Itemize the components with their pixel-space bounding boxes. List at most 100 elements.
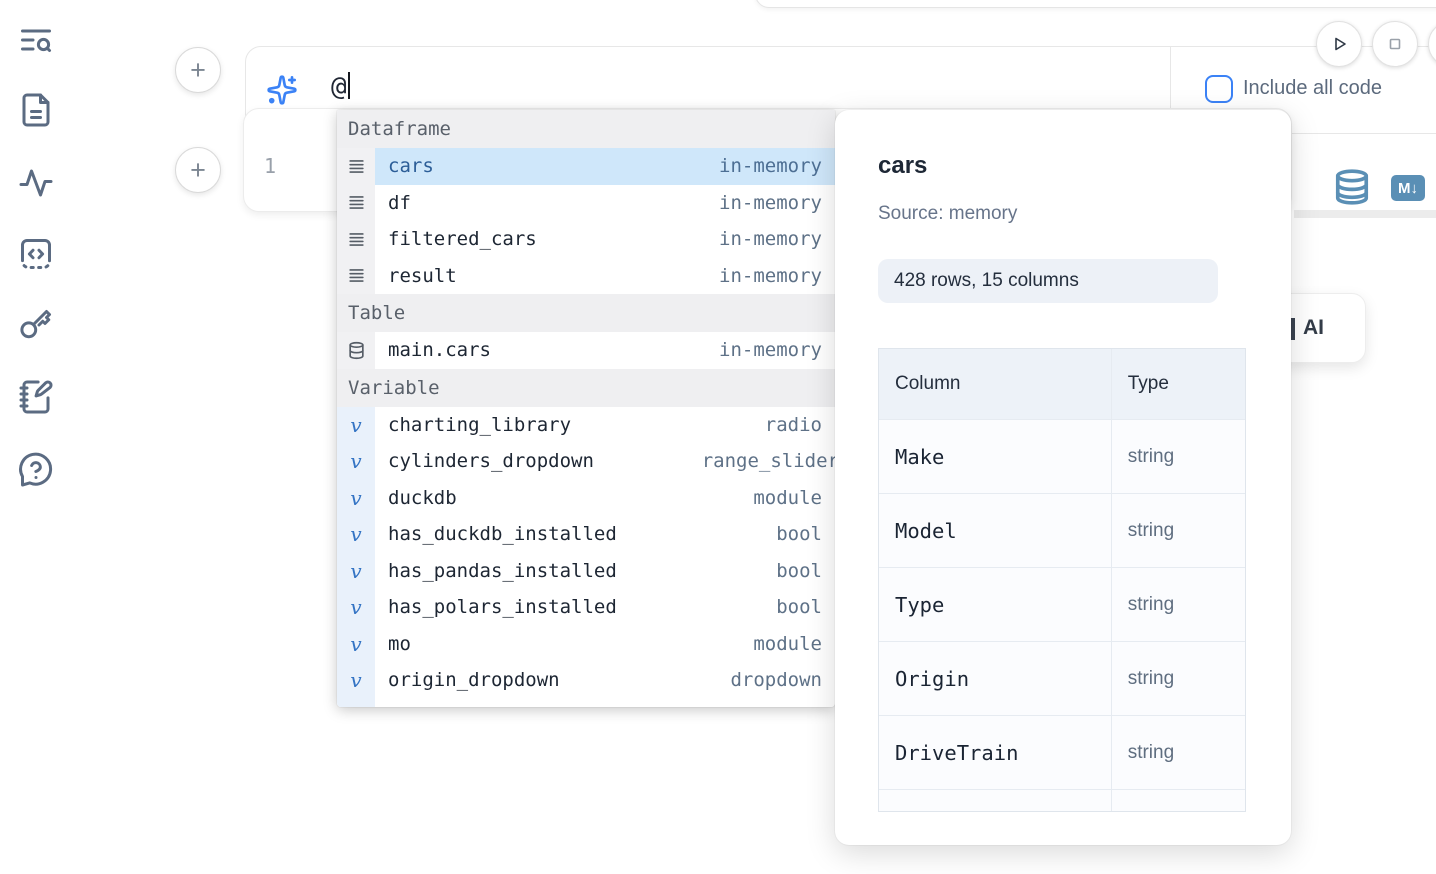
- item-name: duckdb: [388, 486, 457, 509]
- item-name: has_duckdb_installed: [388, 523, 617, 546]
- preview-shape-badge: 428 rows, 15 columns: [878, 259, 1218, 303]
- schema-row: Model string: [879, 493, 1245, 567]
- column-name: Model: [895, 518, 957, 543]
- include-all-code-checkbox[interactable]: [1205, 75, 1233, 103]
- item-type: module: [753, 486, 822, 509]
- preview-title: cars: [878, 152, 928, 179]
- item-type: module: [753, 632, 822, 655]
- schema-row: DriveTrain string: [879, 715, 1245, 789]
- item-name: charting_library: [388, 413, 572, 436]
- add-cell-button-bottom[interactable]: +: [175, 147, 221, 193]
- item-type: bool: [776, 596, 822, 619]
- run-cell-button[interactable]: [1316, 21, 1362, 67]
- variable-v-icon: v: [350, 449, 362, 474]
- dataframe-icon: [337, 257, 375, 294]
- dataframe-rows-icon: [348, 269, 364, 283]
- schema-header-row: Column Type: [879, 349, 1245, 419]
- item-type: in-memory: [719, 264, 822, 287]
- autocomplete-item[interactable]: result in-memory: [337, 257, 835, 294]
- previous-cell-edge: [755, 0, 1436, 8]
- autocomplete-section-header: Table: [337, 294, 835, 332]
- code-snippet-icon[interactable]: [18, 236, 54, 272]
- dataframe-rows-icon: [348, 232, 364, 246]
- column-type: string: [1127, 445, 1175, 467]
- line-number: 1: [264, 154, 277, 178]
- variable-icon: v: [337, 516, 375, 553]
- variable-v-icon: v: [350, 558, 362, 583]
- autocomplete-item[interactable]: v duckdb module: [337, 479, 835, 516]
- autocomplete-item[interactable]: v has_pandas_installed bool: [337, 552, 835, 589]
- convert-to-markdown-icon[interactable]: M↓: [1391, 175, 1425, 201]
- add-cell-button-top[interactable]: +: [175, 47, 221, 93]
- schema-row-partial: [879, 789, 1245, 811]
- item-name: origin_dropdown: [388, 669, 560, 692]
- item-type: dropdown: [730, 669, 822, 692]
- scratchpad-icon[interactable]: [18, 379, 54, 415]
- schema-header-type: Type: [1127, 373, 1169, 394]
- item-type: in-memory: [719, 228, 822, 251]
- dataframe-rows-icon: [348, 196, 364, 210]
- table-icon: [337, 332, 375, 369]
- item-name: cars: [388, 155, 434, 178]
- item-type: radio: [764, 413, 822, 436]
- help-chat-icon[interactable]: [18, 452, 54, 488]
- column-type: string: [1127, 519, 1175, 541]
- column-type: string: [1127, 741, 1175, 763]
- preview-source: Source: memory: [878, 203, 1018, 224]
- item-name: has_pandas_installed: [388, 559, 617, 582]
- variable-icon: v: [337, 698, 375, 707]
- item-type: module: [753, 706, 835, 707]
- item-type: in-memory: [719, 191, 822, 214]
- column-type: string: [1127, 593, 1175, 615]
- prompt-value: @: [331, 72, 347, 102]
- dataframe-preview-panel: cars Source: memory 428 rows, 15 columns…: [835, 110, 1291, 845]
- prompt-divider: [1170, 47, 1171, 133]
- activity-icon[interactable]: [18, 165, 54, 201]
- text-search-icon[interactable]: [18, 22, 54, 58]
- variable-icon: v: [337, 443, 375, 480]
- autocomplete-item[interactable]: v pd module: [337, 698, 835, 707]
- variable-icon: v: [337, 479, 375, 516]
- dataframe-icon: [337, 221, 375, 258]
- variable-v-icon: v: [350, 595, 362, 620]
- ai-button-label: AI: [1303, 316, 1324, 339]
- variable-icon: v: [337, 625, 375, 662]
- item-type: in-memory: [719, 339, 822, 362]
- ai-prompt-input[interactable]: @: [331, 72, 350, 102]
- autocomplete-item[interactable]: v charting_library radio: [337, 406, 835, 443]
- item-name: result: [388, 264, 457, 287]
- variable-v-icon: v: [350, 485, 362, 510]
- sparkles-icon: [266, 74, 298, 106]
- item-type: range_slider: [701, 450, 835, 473]
- dataframe-rows-icon: [348, 159, 364, 173]
- convert-to-sql-icon[interactable]: [1333, 168, 1371, 206]
- item-type: bool: [776, 559, 822, 582]
- variable-v-icon: v: [350, 412, 362, 437]
- autocomplete-item[interactable]: v has_polars_installed bool: [337, 589, 835, 626]
- variable-v-icon: v: [350, 705, 361, 707]
- stop-button[interactable]: [1372, 21, 1418, 67]
- schema-header-column: Column: [895, 373, 961, 394]
- file-text-icon[interactable]: [18, 92, 54, 128]
- text-caret: [347, 72, 350, 99]
- dataframe-icon: [337, 148, 375, 185]
- autocomplete-section-header: Variable: [337, 368, 835, 407]
- key-icon[interactable]: [18, 307, 54, 343]
- item-name: has_polars_installed: [388, 596, 617, 619]
- column-name: DriveTrain: [895, 740, 1019, 765]
- column-type: string: [1127, 667, 1175, 689]
- item-name: pd: [388, 706, 411, 707]
